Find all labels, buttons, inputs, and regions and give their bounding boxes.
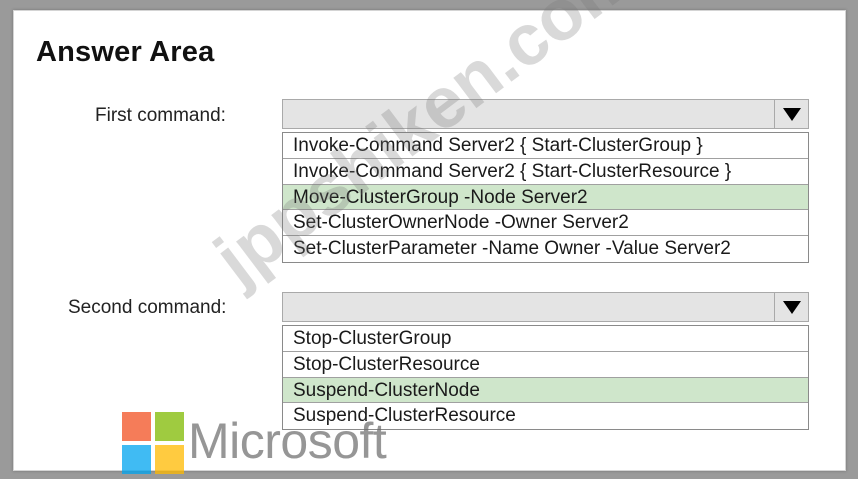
- answer-area-panel: Answer Area First command: Invoke-Comman…: [13, 10, 846, 471]
- first-command-options-list: Invoke-Command Server2 { Start-ClusterGr…: [282, 132, 809, 263]
- first-option-move-clustergroup[interactable]: Move-ClusterGroup -Node Server2: [283, 184, 808, 211]
- first-option-set-clusterownernode[interactable]: Set-ClusterOwnerNode -Owner Server2: [283, 210, 808, 237]
- microsoft-logo-icon: [122, 412, 184, 474]
- first-command-label: First command:: [95, 105, 226, 126]
- triangle-down-icon: [783, 108, 801, 121]
- first-option-invoke-start-clusterresource[interactable]: Invoke-Command Server2 { Start-ClusterRe…: [283, 159, 808, 185]
- first-dropdown-arrow-button[interactable]: [774, 100, 808, 128]
- second-option-suspend-clusternode[interactable]: Suspend-ClusterNode: [283, 377, 808, 404]
- second-option-stop-clustergroup[interactable]: Stop-ClusterGroup: [283, 326, 808, 352]
- second-option-suspend-clusterresource[interactable]: Suspend-ClusterResource: [293, 405, 516, 427]
- page-title: Answer Area: [36, 36, 215, 68]
- second-option-stop-clusterresource[interactable]: Stop-ClusterResource: [283, 352, 808, 378]
- first-command-dropdown[interactable]: [282, 99, 809, 129]
- logo-square-green: [155, 412, 184, 441]
- second-command-label: Second command:: [68, 297, 227, 318]
- second-command-dropdown[interactable]: [282, 292, 809, 322]
- triangle-down-icon: [783, 301, 801, 314]
- logo-square-yellow: [155, 445, 184, 474]
- first-option-invoke-start-clustergroup[interactable]: Invoke-Command Server2 { Start-ClusterGr…: [283, 133, 808, 159]
- logo-square-blue: [122, 445, 151, 474]
- second-dropdown-arrow-button[interactable]: [774, 293, 808, 321]
- logo-square-red: [122, 412, 151, 441]
- second-command-options-list: Stop-ClusterGroup Stop-ClusterResource S…: [282, 325, 809, 431]
- first-option-set-clusterparameter[interactable]: Set-ClusterParameter -Name Owner -Value …: [293, 238, 731, 260]
